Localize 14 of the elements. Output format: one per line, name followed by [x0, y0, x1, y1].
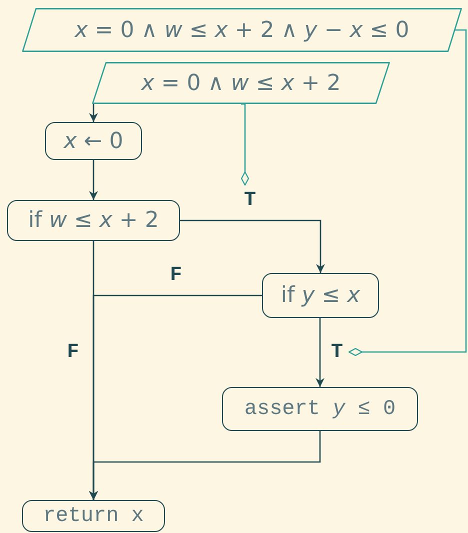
annotation-line [240, 103, 250, 186]
statement-text: assert y ≤ 0 [244, 398, 396, 420]
statement-text: if w ≤ x + 2 [28, 208, 159, 233]
statement-text: return x [43, 504, 144, 528]
arrow [89, 431, 321, 500]
arrow [316, 317, 324, 387]
condition-text: x = 0 ∧ w ≤ x + 2 [141, 70, 341, 96]
statement-text: if y ≤ x [280, 283, 360, 308]
arrow [89, 103, 98, 122]
annotation-line [348, 29, 467, 356]
arrow [89, 160, 98, 200]
statement-text: x ← 0 [64, 128, 124, 154]
condition-text: x = 0 ∧ w ≤ x + 2 ∧ y − x ≤ 0 [74, 18, 410, 42]
arrow [180, 220, 325, 273]
